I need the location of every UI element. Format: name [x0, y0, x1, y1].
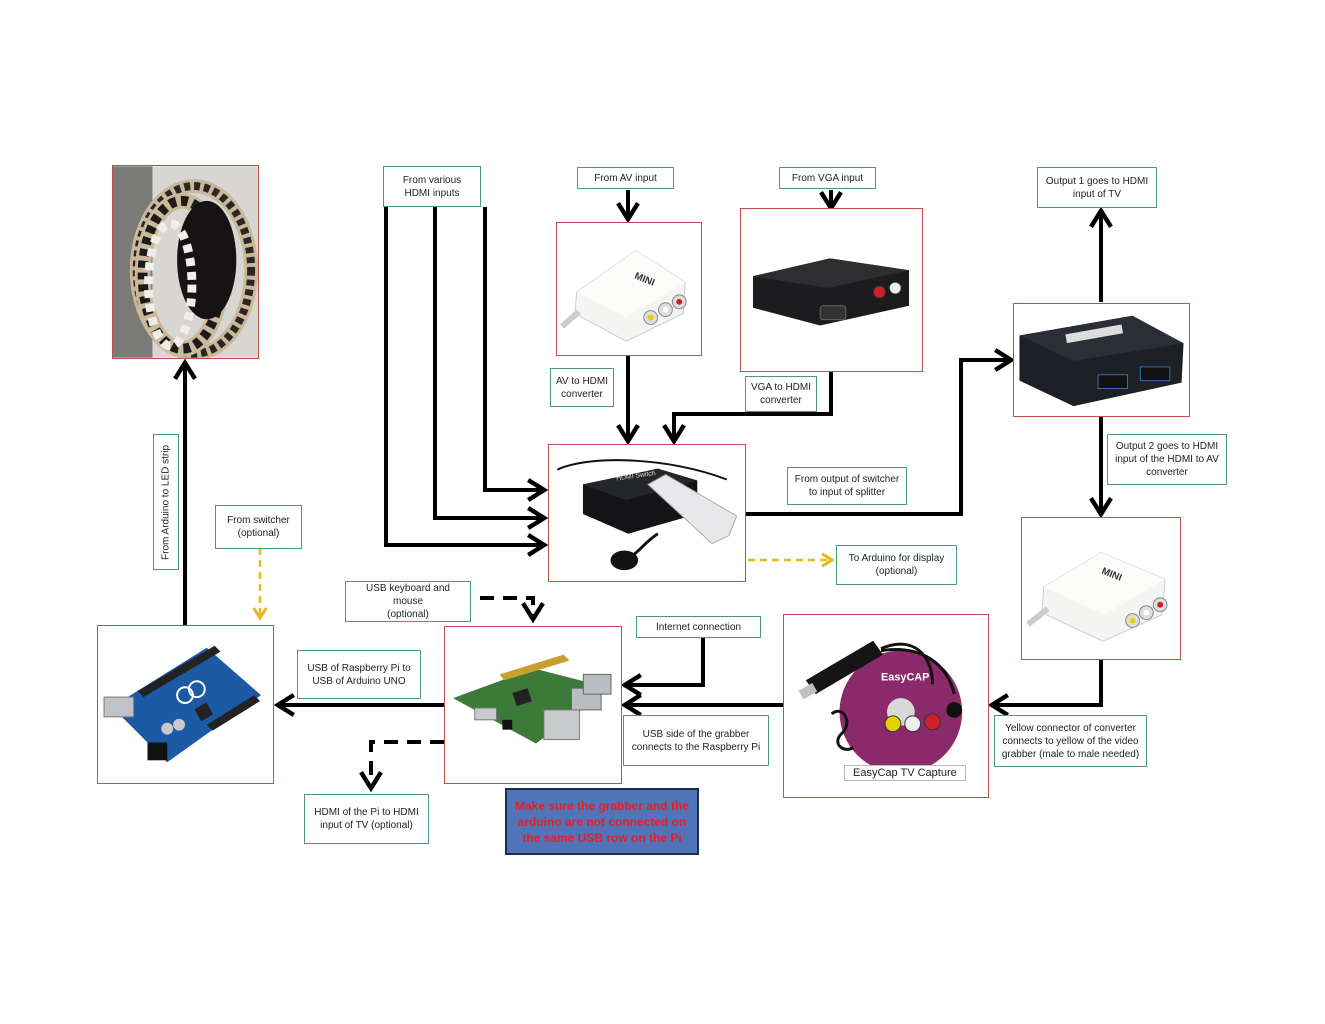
label-output-2: Output 2 goes to HDMI input of the HDMI …: [1107, 434, 1227, 485]
vga-to-hdmi-converter-node: [740, 208, 923, 372]
wire-hdmi-input-1: [483, 207, 549, 502]
led-strip-node: [112, 165, 259, 359]
label-output-1: Output 1 goes to HDMI input of TV: [1037, 167, 1157, 208]
label-av-to-hdmi-converter: AV to HDMI converter: [550, 368, 614, 407]
wire-hdmi2av-to-easycap: [987, 660, 1103, 717]
hdmi-splitter-image: [1014, 304, 1189, 416]
label-yellow-connector: Yellow connector of converter connects t…: [994, 715, 1147, 767]
wire-internet: [620, 638, 705, 697]
label-switcher-to-splitter: From output of switcher to input of spli…: [787, 467, 907, 505]
wire-pi-hdmi-to-tv: [359, 740, 444, 793]
led-strip-image: [113, 166, 258, 358]
hdmi-switch-image: HDMI Switch: [549, 445, 745, 581]
label-vga-to-hdmi-converter: VGA to HDMI converter: [745, 376, 817, 412]
easycap-caption: EasyCap TV Capture: [844, 765, 966, 781]
label-from-av-input: From AV input: [577, 167, 674, 189]
wire-keyboard-mouse: [480, 596, 545, 624]
label-arduino-to-led: From Arduino to LED strip: [153, 434, 179, 570]
easycap-product-text: EasyCAP: [881, 671, 929, 683]
hdmi-splitter-node: [1013, 303, 1190, 417]
label-from-hdmi-inputs: From various HDMI inputs: [383, 166, 481, 207]
vga-to-hdmi-converter-image: [741, 209, 922, 371]
wire-hdmi-input-2: [433, 207, 549, 530]
hdmi-switcher-node: HDMI Switch: [548, 444, 746, 582]
arduino-node: [97, 625, 274, 784]
label-internet-connection: Internet connection: [636, 616, 761, 638]
raspberry-pi-image: [445, 627, 621, 783]
wire-hdmi-input-3: [384, 207, 549, 557]
label-usb-grabber-to-pi: USB side of the grabber connects to the …: [623, 715, 769, 766]
arduino-uno-image: [98, 626, 273, 783]
hdmi-to-av-converter-node: MINI: [1021, 517, 1181, 660]
av-to-hdmi-converter-image: MINI: [557, 223, 701, 355]
label-from-switcher-optional: From switcher (optional): [215, 505, 302, 549]
label-usb-keyboard-mouse: USB keyboard and mouse (optional): [345, 581, 471, 622]
av-to-hdmi-converter-node: MINI: [556, 222, 702, 356]
raspberry-pi-node: [444, 626, 622, 784]
label-hdmi-pi-to-tv: HDMI of the Pi to HDMI input of TV (opti…: [304, 794, 429, 844]
label-from-vga-input: From VGA input: [779, 167, 876, 189]
hdmi-to-av-converter-image: MINI: [1022, 518, 1180, 659]
label-usb-pi-to-arduino: USB of Raspberry Pi to USB of Arduino UN…: [297, 650, 421, 699]
easycap-node: EasyCAP EasyCap TV Capture: [783, 614, 989, 798]
usb-row-warning: Make sure the grabber and the arduino ar…: [505, 788, 699, 855]
label-to-arduino-display: To Arduino for display (optional): [836, 545, 957, 585]
